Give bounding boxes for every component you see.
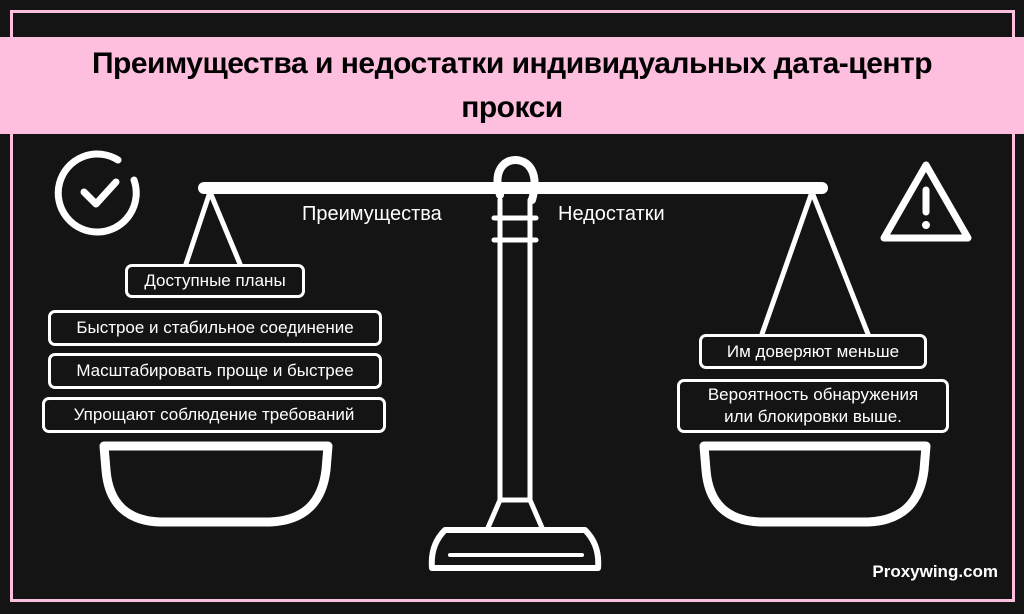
disadvantage-item: Вероятность обнаружения или блокировки в… bbox=[677, 379, 949, 433]
scale-post bbox=[428, 197, 602, 571]
right-pan bbox=[699, 441, 931, 527]
disadvantages-label: Недостатки bbox=[558, 203, 665, 225]
advantages-label: Преимущества bbox=[302, 203, 442, 225]
advantage-item: Масштабировать проще и быстрее bbox=[48, 353, 382, 389]
advantage-item: Упрощают соблюдение требований bbox=[42, 397, 386, 433]
disadvantage-item: Им доверяют меньше bbox=[699, 334, 927, 369]
scale-hook bbox=[493, 156, 539, 204]
title-banner: Преимущества и недостатки индивидуальных… bbox=[0, 37, 1024, 134]
left-pan bbox=[99, 441, 333, 527]
page-title: Преимущества и недостатки индивидуальных… bbox=[91, 46, 933, 124]
advantage-item: Быстрое и стабильное соединение bbox=[48, 310, 382, 346]
pink-frame bbox=[10, 10, 1015, 602]
warning-icon bbox=[880, 161, 972, 242]
advantage-item: Доступные планы bbox=[125, 264, 305, 298]
check-circle-icon bbox=[54, 150, 140, 236]
brand-watermark: Proxywing.com bbox=[872, 562, 998, 581]
